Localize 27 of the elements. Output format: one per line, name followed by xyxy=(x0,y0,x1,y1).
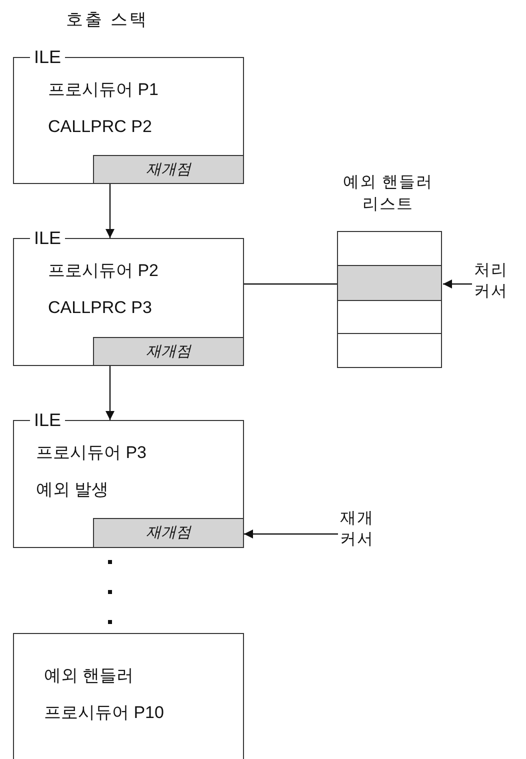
resume-point-text: 재개점 xyxy=(145,523,192,542)
procedure-text: CALLPRC P2 xyxy=(48,117,152,137)
list-row xyxy=(337,333,442,368)
resume-point-bar xyxy=(93,518,244,548)
arrow xyxy=(244,530,338,538)
cursor-text: 처리 커서 xyxy=(474,261,509,302)
connector-line xyxy=(244,283,338,285)
procedure-text: 예외 발생 xyxy=(36,480,109,500)
resume-point-bar xyxy=(93,337,244,366)
arrow xyxy=(106,184,114,238)
arrow xyxy=(443,280,472,288)
procedure-text: 프로시듀어 P10 xyxy=(44,703,164,723)
resume-point-bar xyxy=(93,155,244,184)
procedure-text: 예외 핸들러 xyxy=(44,666,134,686)
procedure-text: 프로시듀어 P2 xyxy=(48,261,159,281)
stack-frame-box xyxy=(13,633,244,759)
procedure-text: 프로시듀어 P1 xyxy=(48,80,159,100)
current-handler-row xyxy=(337,265,442,301)
diagram-title: 호출 스택 xyxy=(66,10,149,30)
cursor-text: 재개 커서 xyxy=(340,509,375,550)
procedure-text: 프로시듀어 P3 xyxy=(36,443,147,463)
list-row xyxy=(337,300,442,334)
resume-point-text: 재개점 xyxy=(145,160,192,179)
arrow xyxy=(106,366,114,420)
procedure-text: CALLPRC P3 xyxy=(48,298,152,318)
list-heading: 예외 핸들러 리스트 xyxy=(342,173,434,215)
resume-point-text: 재개점 xyxy=(145,342,192,361)
